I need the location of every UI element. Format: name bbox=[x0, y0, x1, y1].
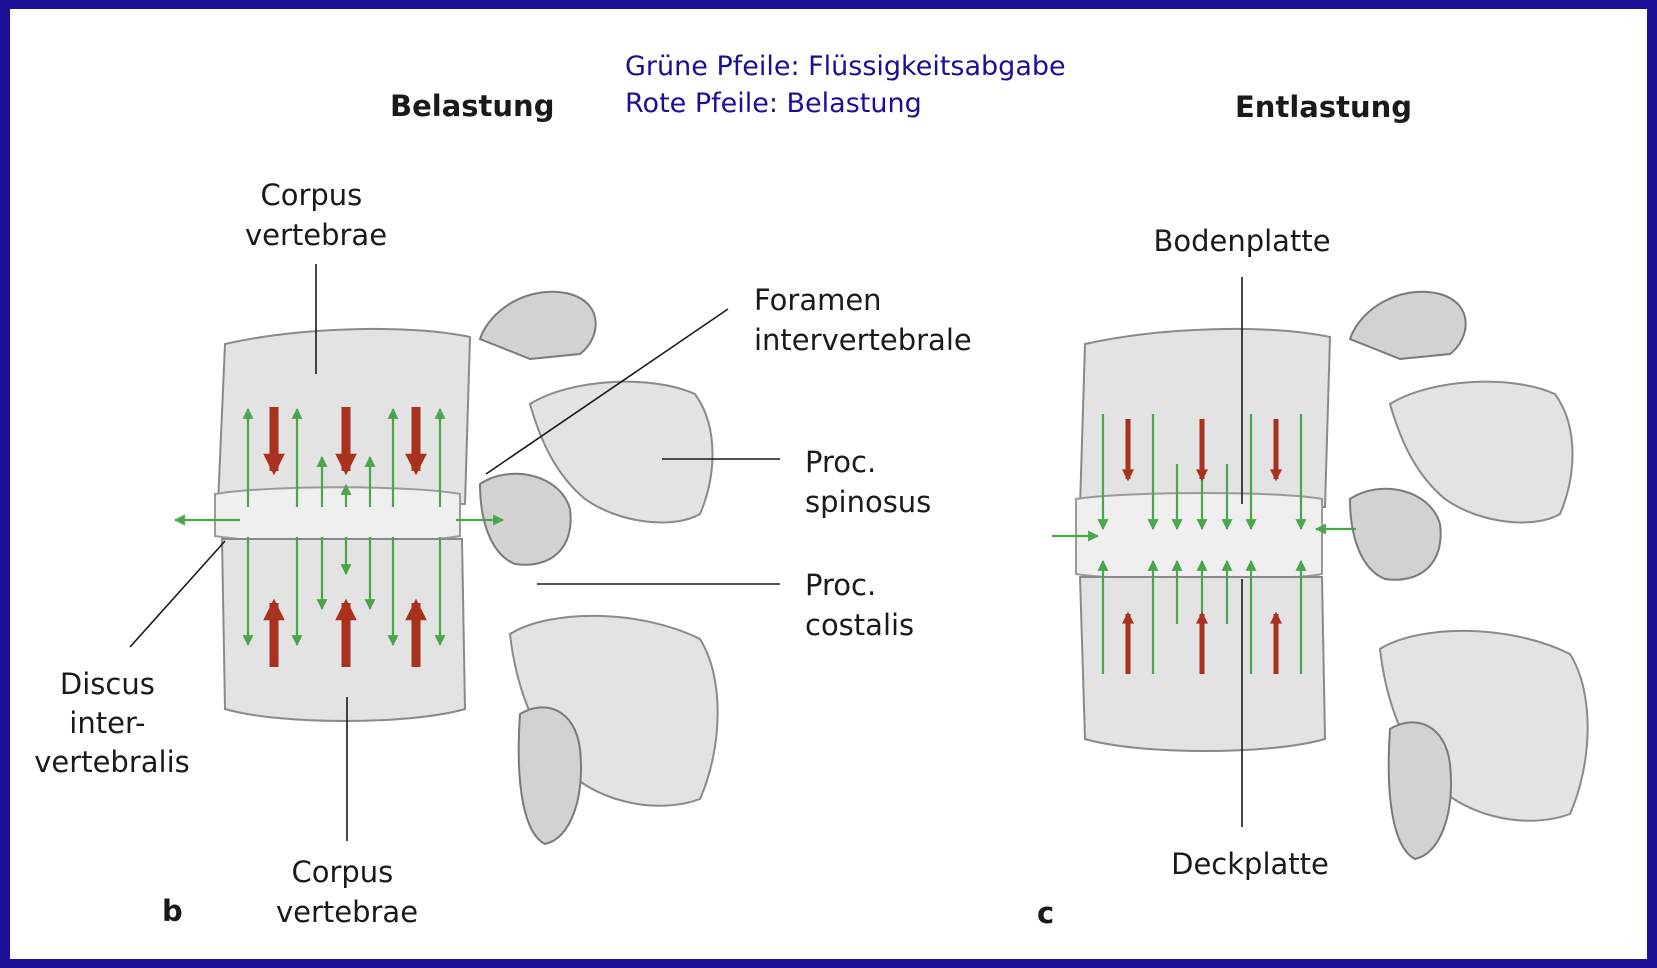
panel-c-letter: c bbox=[1037, 896, 1054, 930]
panel-c-title: Entlastung bbox=[1235, 90, 1412, 124]
label-corpus-vertebrae-bottom: Corpus vertebrae bbox=[276, 855, 418, 929]
label-discus-intervertebralis: Discus inter- vertebralis bbox=[34, 667, 189, 779]
panel-b-letter: b bbox=[162, 894, 183, 928]
panel-c: Entlastung bbox=[1037, 90, 1588, 930]
label-proc-costalis: Proc. costalis bbox=[805, 568, 914, 642]
legend-red-text: Rote Pfeile: Belastung bbox=[625, 88, 922, 119]
legend-green-text: Grüne Pfeile: Flüssigkeitsabgabe bbox=[625, 51, 1066, 82]
label-corpus-vertebrae-top: Corpus vertebrae bbox=[245, 178, 387, 252]
label-foramen-intervertebrale: Foramen intervertebrale bbox=[754, 283, 972, 357]
panel-b-bone-illustration bbox=[215, 292, 718, 844]
label-bodenplatte: Bodenplatte bbox=[1153, 224, 1330, 258]
panel-b: Belastung bbox=[34, 89, 971, 929]
panel-b-title: Belastung bbox=[390, 89, 554, 123]
label-proc-spinosus: Proc. spinosus bbox=[805, 445, 931, 519]
figure-frame: Grüne Pfeile: Flüssigkeitsabgabe Rote Pf… bbox=[10, 9, 1647, 959]
spine-diagram: Grüne Pfeile: Flüssigkeitsabgabe Rote Pf… bbox=[10, 9, 1647, 959]
label-deckplatte: Deckplatte bbox=[1171, 847, 1329, 881]
